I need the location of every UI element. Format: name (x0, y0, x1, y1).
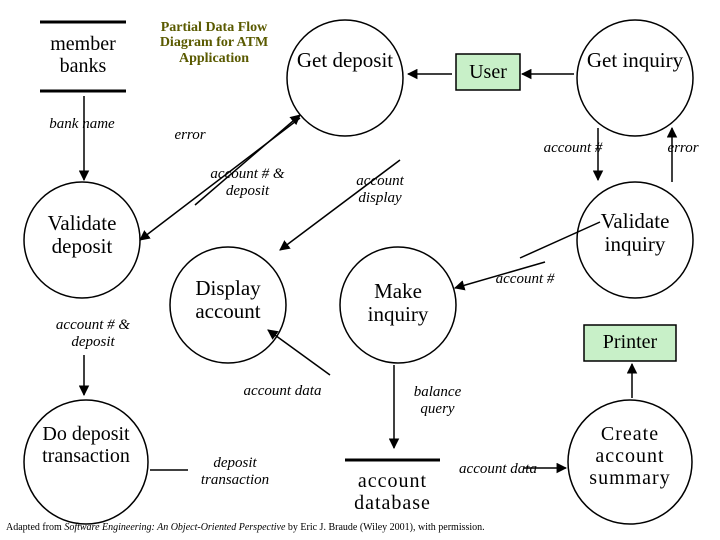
display-account-process (169, 246, 287, 364)
make-inquiry-label: Make inquiry (367, 279, 429, 327)
flow-validate-inquiry-link (519, 221, 601, 259)
member-banks-label: member banks (50, 33, 116, 77)
diagram-title: Partial Data Flow Diagram for ATM Applic… (159, 20, 269, 66)
get-deposit-label: Get deposit (296, 48, 394, 72)
display-account-label: Display account (195, 276, 261, 324)
validate-inquiry-label: Validate inquiry (600, 209, 670, 257)
error-left-label: error (174, 127, 206, 143)
do-deposit-process (23, 399, 149, 525)
get-inquiry-label: Get inquiry (586, 48, 684, 72)
error-right-label: error (667, 140, 699, 156)
validate-inquiry-process (576, 181, 694, 299)
flow-account-display (279, 159, 401, 251)
flow-error-left (194, 114, 301, 206)
flow-account-deposit-top (139, 117, 301, 241)
account-data-mid-label: account data (243, 383, 322, 399)
credit-book-title: Software Engineering: An Object-Oriented… (64, 522, 286, 533)
account-deposit-left-label: account # & deposit (55, 317, 131, 350)
credit-prefix: Adapted from (6, 522, 65, 533)
balance-query-label: balance query (413, 384, 462, 417)
account-num-right-label: account # (543, 140, 603, 156)
printer-entity (583, 324, 677, 362)
create-summary-label: Create account summary (589, 423, 671, 489)
do-deposit-label: Do deposit transaction (42, 423, 130, 467)
account-data-right-label: account data (459, 461, 537, 477)
bank-name-label: bank name (49, 116, 115, 132)
make-inquiry-process (339, 246, 457, 364)
user-entity (455, 53, 521, 91)
credit-line: Adapted from Software Engineering: An Ob… (6, 522, 485, 533)
get-deposit-process (286, 19, 404, 137)
printer-label: Printer (602, 331, 658, 353)
account-database-label: account database (354, 470, 431, 514)
deposit-transaction-label: deposit transaction (200, 455, 270, 488)
account-deposit-top-label: account # & deposit (210, 166, 285, 199)
flow-account-num-mid (453, 261, 546, 291)
validate-deposit-label: Validate deposit (47, 211, 117, 259)
credit-suffix: by Eric J. Braude (Wiley 2001), with per… (285, 522, 485, 533)
flow-account-data-mid (267, 329, 331, 376)
account-display-label: account display (356, 173, 404, 206)
create-summary-process (567, 399, 693, 525)
user-label: User (469, 61, 507, 83)
account-num-mid-label: account # (495, 271, 555, 287)
get-inquiry-process (576, 19, 694, 137)
